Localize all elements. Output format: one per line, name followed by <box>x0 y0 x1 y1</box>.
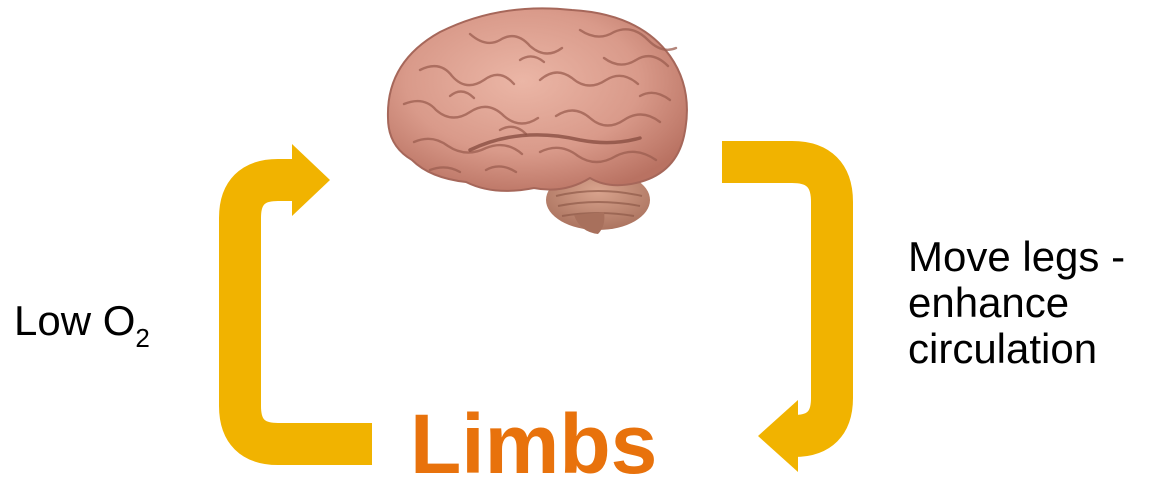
low-oxygen-text: Low O <box>14 297 135 344</box>
oxygen-subscript: 2 <box>135 323 149 353</box>
brain-icon <box>388 8 687 234</box>
move-legs-line-1: Move legs - <box>908 234 1148 280</box>
left-arrow <box>240 144 372 444</box>
move-legs-label: Move legs - enhance circulation <box>908 234 1148 373</box>
right-arrow <box>722 162 832 472</box>
move-legs-line-3: circulation <box>908 326 1148 372</box>
limbs-label: Limbs <box>410 402 657 486</box>
low-oxygen-label: Low O2 <box>14 298 150 353</box>
move-legs-line-2: enhance <box>908 280 1148 326</box>
